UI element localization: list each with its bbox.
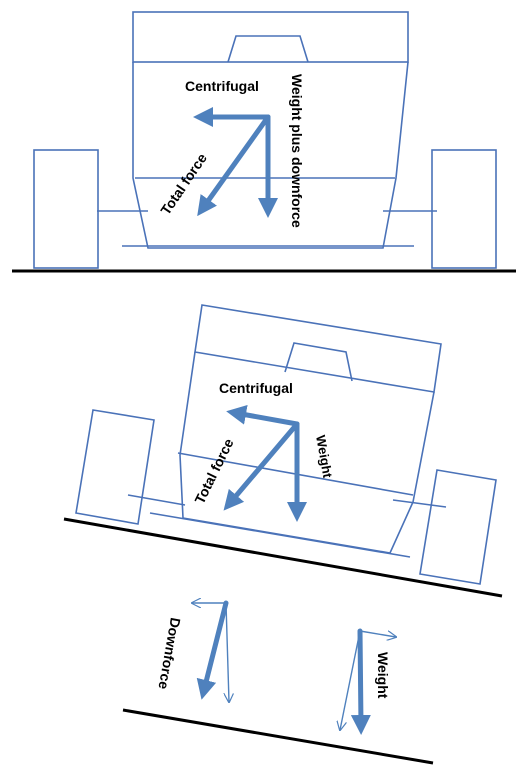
weight-vectors <box>340 628 396 735</box>
centrifugal-arrow-banked <box>226 404 300 427</box>
ground-line-banked <box>63 517 503 598</box>
diagram-banked-track: Centrifugal Weight Total force <box>63 304 503 598</box>
total-force-arrow-flat <box>197 114 271 217</box>
force-arrows-banked <box>223 404 307 522</box>
right-wheel-banked <box>419 469 497 585</box>
downforce-vertical-arrow <box>226 602 229 702</box>
downforce-main-arrow <box>196 600 229 700</box>
label-centrifugal-banked: Centrifugal <box>219 380 293 396</box>
diagram-flat-track: Centrifugal Weight plus downforce Total … <box>12 11 516 273</box>
weight-main-arrow <box>350 628 371 735</box>
label-weight-banked: Weight <box>313 434 335 480</box>
right-wheel-flat <box>431 149 497 269</box>
car-body-flat <box>97 11 437 249</box>
label-centrifugal-flat: Centrifugal <box>185 78 259 94</box>
force-arrows-flat <box>193 107 278 218</box>
ground-line-vectors-left <box>122 708 434 765</box>
car-body-banked <box>127 304 447 558</box>
label-weight-plus-downforce-flat: Weight plus downforce <box>289 74 305 228</box>
left-wheel-flat <box>33 149 99 269</box>
downforce-vectors <box>192 603 229 702</box>
label-weight-vectors: Weight <box>375 652 391 699</box>
weight-horizontal-arrow <box>359 630 396 637</box>
total-force-arrow-banked <box>223 421 300 511</box>
label-total-force-banked: Total force <box>191 436 236 507</box>
left-wheel-banked <box>75 409 155 525</box>
weight-diagonal-arrow <box>340 630 361 730</box>
diagram-vector-breakdown: Downforce Weight <box>122 603 434 765</box>
label-downforce: Downforce <box>155 616 183 690</box>
